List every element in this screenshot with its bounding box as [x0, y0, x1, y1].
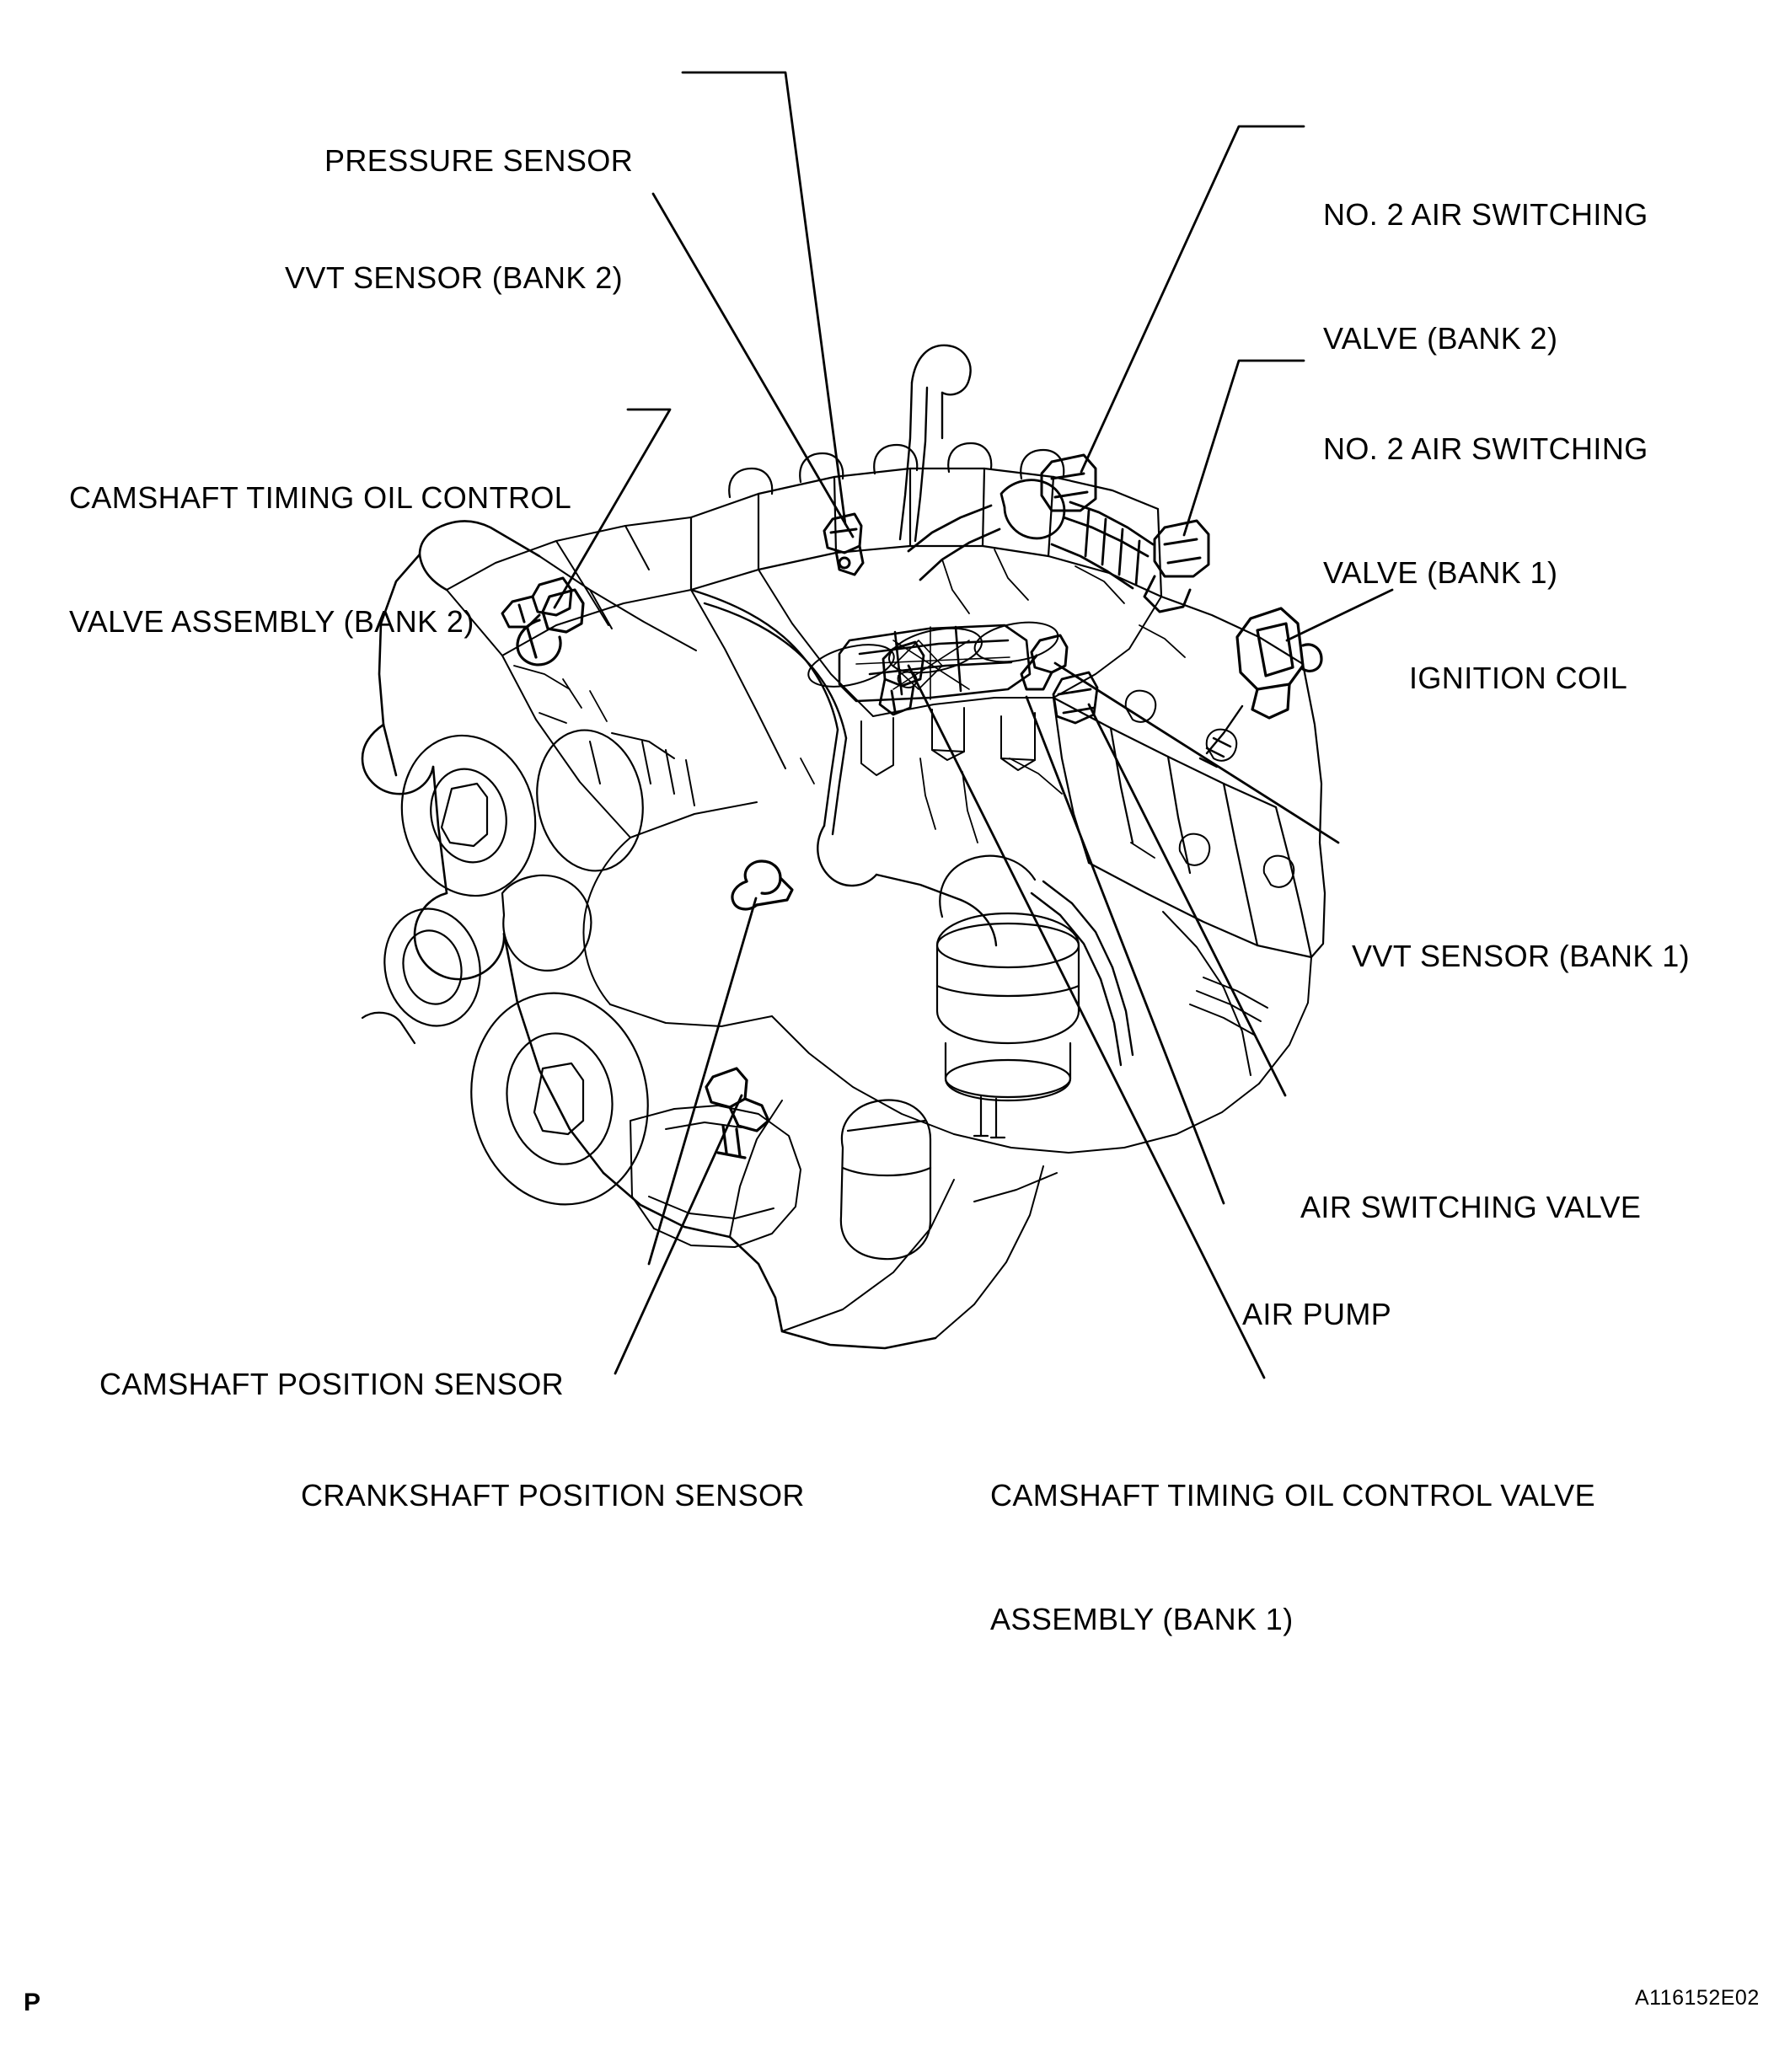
leader-no2-asv-bank2: [1080, 125, 1305, 474]
leader-lines: [553, 71, 1394, 1379]
misc-bracketry: [800, 549, 1186, 859]
callout-camshaft-timing-oil-control-valve-bank1: CAMSHAFT TIMING OIL CONTROL VALVE ASSEMB…: [990, 1392, 1595, 1722]
leader-camshaft-position-sensor: [647, 897, 758, 1266]
harness-spider-detail: [855, 626, 1010, 700]
callout-line: NO. 2 AIR SWITCHING: [1323, 197, 1648, 232]
callout-air-pump: AIR PUMP: [1242, 1211, 1391, 1417]
right-lower-shell: [1162, 911, 1268, 1076]
leader-air-switching-valve: [1087, 703, 1287, 1097]
leader-vvt-sensor-bank1: [1053, 661, 1340, 844]
accessory-pulleys: [361, 729, 649, 1206]
pressure-sensor-body: [823, 512, 865, 576]
bank2-cylinder-head: [446, 517, 786, 1027]
callout-line: NO. 2 AIR SWITCHING: [1323, 431, 1648, 466]
lower-left-cover: [630, 1105, 801, 1248]
ignition-coil-body: [1235, 607, 1323, 720]
callout-line: VALVE (BANK 1): [1323, 555, 1558, 590]
leader-crankshaft-position-sensor: [614, 1094, 743, 1375]
leader-no2-asv-bank1: [1182, 359, 1305, 537]
callout-camshaft-timing-oil-control-valve-bank2: CAMSHAFT TIMING OIL CONTROL VALVE ASSEMB…: [69, 394, 571, 725]
vacuum-hoses: [689, 344, 1134, 1067]
leader-air-pump: [1025, 695, 1225, 1205]
leader-vvt-sensor-bank2: [651, 192, 855, 538]
bank1-cover-bosses: [1124, 689, 1295, 888]
callout-line: VALVE (BANK 2): [1323, 321, 1558, 356]
plug-tube-stubs: [860, 707, 1036, 776]
leader-ct-oil-ctrl-bank2: [553, 408, 672, 609]
callout-line: AIR SWITCHING VALVE: [1300, 1190, 1642, 1224]
page-marker: P: [24, 1989, 41, 2016]
callout-line: PRESSURE SENSOR: [324, 143, 634, 178]
callout-vvt-sensor-bank2: VVT SENSOR (BANK 2): [285, 174, 623, 381]
leader-pressure-sensor: [681, 71, 847, 526]
callout-line: VVT SENSOR (BANK 1): [1352, 939, 1691, 973]
air-switching-valve-body: [1052, 671, 1099, 725]
callout-line: CRANKSHAFT POSITION SENSOR: [301, 1478, 805, 1513]
callout-line: CAMSHAFT TIMING OIL CONTROL VALVE: [990, 1478, 1595, 1513]
lower-right-canister: [839, 1099, 932, 1261]
callout-pressure-sensor: PRESSURE SENSOR: [324, 57, 633, 264]
callout-line: CAMSHAFT TIMING OIL CONTROL: [69, 480, 572, 515]
callout-crankshaft-position-sensor: CRANKSHAFT POSITION SENSOR: [301, 1392, 805, 1598]
leader-ct-oil-ctrl-bank1: [907, 664, 1266, 1379]
figure-code: A116152E02: [1635, 1986, 1760, 2010]
callout-line: ASSEMBLY (BANK 1): [990, 1602, 1294, 1636]
leader-ignition-coil: [1285, 588, 1394, 642]
ct-oil-control-valve-bank1-body: [878, 640, 925, 716]
no2-air-switching-valve-bank1-body: [1143, 519, 1210, 613]
engine-outline: [361, 520, 937, 1350]
ct-oil-control-valve-bank2-body: [516, 588, 585, 667]
callout-line: CAMSHAFT POSITION SENSOR: [99, 1367, 565, 1401]
callout-no2-air-switching-valve-bank1: NO. 2 AIR SWITCHING VALVE (BANK 1): [1323, 345, 1648, 676]
callout-line: AIR PUMP: [1242, 1297, 1392, 1331]
callout-line: VVT SENSOR (BANK 2): [285, 260, 624, 295]
callout-camshaft-position-sensor: CAMSHAFT POSITION SENSOR: [99, 1281, 564, 1487]
bank2-cover-ribs: [513, 665, 608, 724]
crankshaft-position-sensor-body: [705, 1067, 770, 1159]
intake-manifold-plenum: [689, 442, 1163, 598]
air-pump-body: [935, 854, 1080, 1139]
air-injection-rail: [907, 479, 1155, 590]
ignition-coil-plug-lead: [1198, 704, 1244, 768]
callout-air-switching-valve: AIR SWITCHING VALVE: [1300, 1104, 1641, 1310]
no2-air-switching-valve-bank2-body: [1040, 453, 1097, 512]
callout-line: VALVE ASSEMBLY (BANK 2): [69, 604, 474, 639]
engine-block-lower: [729, 956, 1312, 1339]
callout-line: IGNITION COIL: [1409, 661, 1628, 695]
vvt-sensor-bank1-body: [1020, 634, 1069, 691]
callout-ignition-coil: IGNITION COIL: [1409, 575, 1627, 781]
callout-vvt-sensor-bank1: VVT SENSOR (BANK 1): [1352, 853, 1690, 1059]
callout-no2-air-switching-valve-bank2: NO. 2 AIR SWITCHING VALVE (BANK 2): [1323, 111, 1648, 442]
camshaft-position-sensor-body: [731, 859, 794, 911]
